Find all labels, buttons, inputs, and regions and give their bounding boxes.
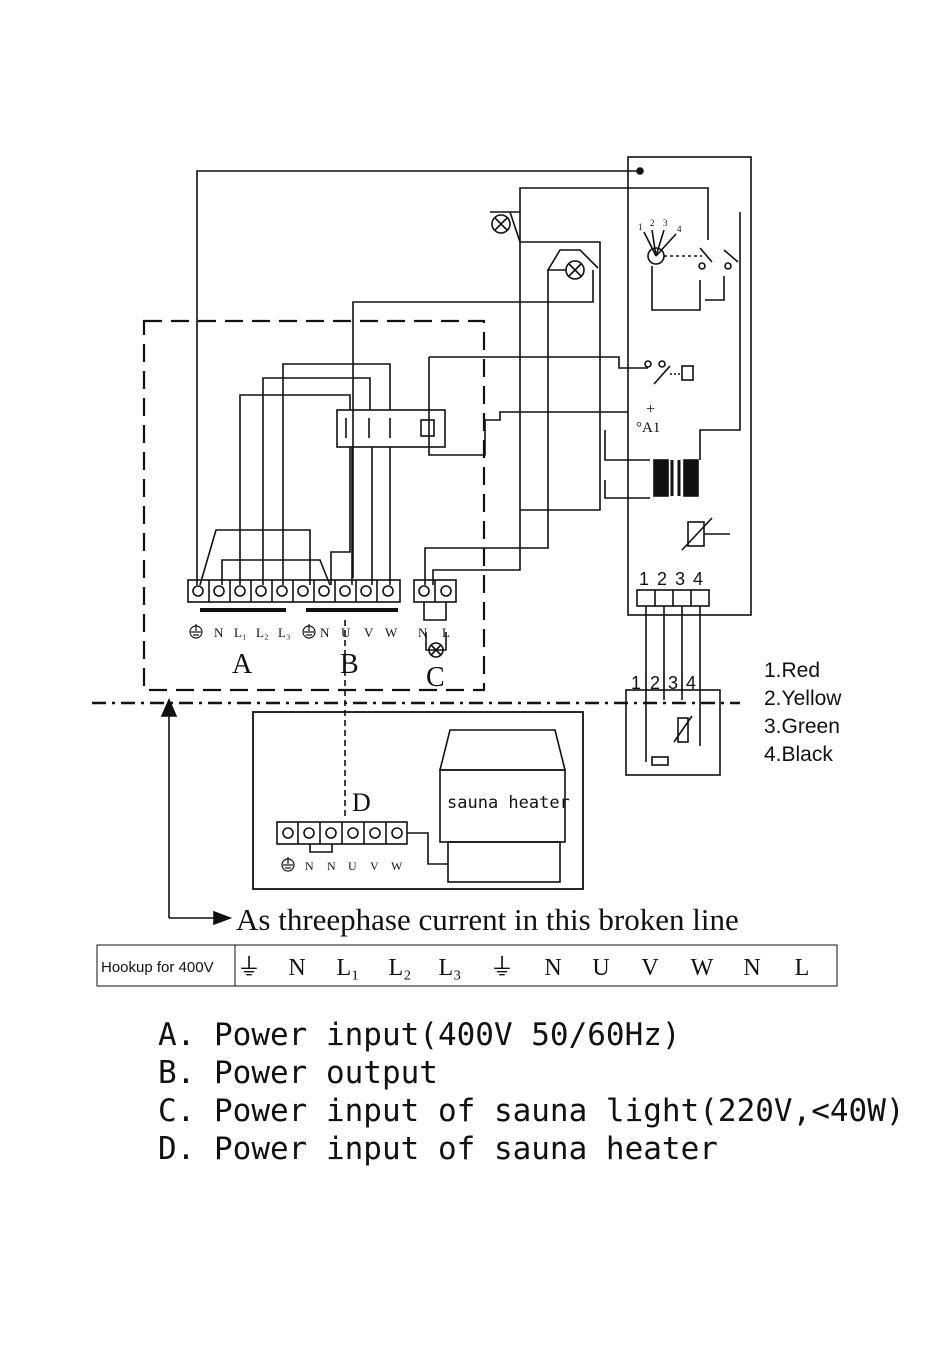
connector-bottom-number: 3: [668, 673, 678, 693]
hookup-cell: N: [288, 955, 305, 981]
contact-number: 2: [650, 218, 655, 228]
contactor: [336, 409, 446, 448]
hookup-cell: W: [691, 955, 714, 981]
hookup-cell: L₃: [438, 955, 461, 981]
hookup-cell: U: [592, 955, 609, 981]
indicator-lamp-1-icon: [491, 214, 511, 234]
contact-number: 1: [638, 222, 643, 232]
contact-number: 4: [677, 224, 682, 234]
block-label-b: B: [340, 649, 359, 680]
wire-color-black: 4.Black: [764, 743, 833, 766]
terminal-label-c: L: [442, 625, 450, 640]
legend-item-a: A. Power input(400V 50/60Hz): [158, 1017, 681, 1053]
sensor-box: [625, 689, 721, 776]
contact-number: 3: [663, 218, 668, 228]
legend-item-b: B. Power output: [158, 1055, 438, 1091]
relay-coil: [681, 365, 694, 381]
sauna-heater-icon: [438, 729, 567, 883]
plus-label: +: [646, 401, 655, 418]
a1-label: °A1: [636, 420, 660, 436]
terminal-label-d: W: [391, 859, 403, 873]
hookup-cell-ground: ⏚: [237, 955, 261, 981]
terminal-label-a: L₁: [234, 625, 246, 640]
hookup-cell-ground: ⏚: [490, 955, 514, 981]
hookup-label: Hookup for 400V: [101, 959, 214, 976]
legend-item-d: D. Power input of sauna heater: [158, 1131, 718, 1167]
legend-item-c: C. Power input of sauna light(220V,<40W): [158, 1093, 905, 1129]
connector-top-number: 3: [675, 569, 685, 589]
connector-bottom-number: 2: [650, 673, 660, 693]
main-terminal-enclosure: [142, 319, 486, 692]
terminal-strip-ab: [187, 579, 401, 603]
hookup-cell: N: [544, 955, 561, 981]
terminal-label-a: L₂: [256, 625, 268, 640]
connector-top-number: 2: [657, 569, 667, 589]
terminal-label-d: N: [305, 859, 314, 873]
terminal-label-d: N: [327, 859, 336, 873]
connector-bottom-number: 1: [631, 673, 641, 693]
wire-color-red: 1.Red: [764, 659, 820, 682]
block-label-d: D: [352, 788, 371, 817]
connector-top-number: 1: [639, 569, 649, 589]
block-label-a: A: [232, 649, 253, 680]
control-unit-box: [627, 156, 752, 616]
transformer-icon: [653, 459, 699, 497]
wire-color-yellow: 2.Yellow: [764, 687, 842, 710]
hookup-cell: V: [641, 955, 659, 981]
lamp-icon: [428, 642, 444, 658]
terminal-label-b: W: [385, 625, 398, 640]
terminal-label-b: V: [364, 625, 374, 640]
terminal-label-b: N: [320, 625, 330, 640]
broken-line-note: As threephase current in this broken lin…: [236, 902, 739, 937]
hookup-table: [96, 944, 838, 987]
terminal-label-b: U: [341, 625, 351, 640]
hookup-cell: N: [743, 955, 760, 981]
hookup-cell: L₂: [388, 955, 411, 981]
terminal-label-d: U: [348, 859, 357, 873]
connector-top-number: 4: [693, 569, 703, 589]
hookup-cell: L: [795, 955, 810, 981]
block-label-c: C: [426, 662, 445, 693]
legend-list: A. Power input(400V 50/60Hz) B. Power ou…: [158, 1016, 905, 1168]
heater-label: sauna heater: [447, 793, 570, 813]
terminal-label-d: V: [370, 859, 379, 873]
wire-color-green: 3.Green: [764, 715, 840, 738]
terminal-label-c: N: [418, 625, 428, 640]
connector-bottom-number: 4: [686, 673, 696, 693]
terminal-label-a: N: [214, 625, 224, 640]
hookup-cell: L₁: [336, 955, 359, 981]
terminal-label-a: L₃: [278, 625, 290, 640]
indicator-lamp-2-icon: [565, 260, 585, 280]
heater-enclosure: [252, 711, 584, 890]
